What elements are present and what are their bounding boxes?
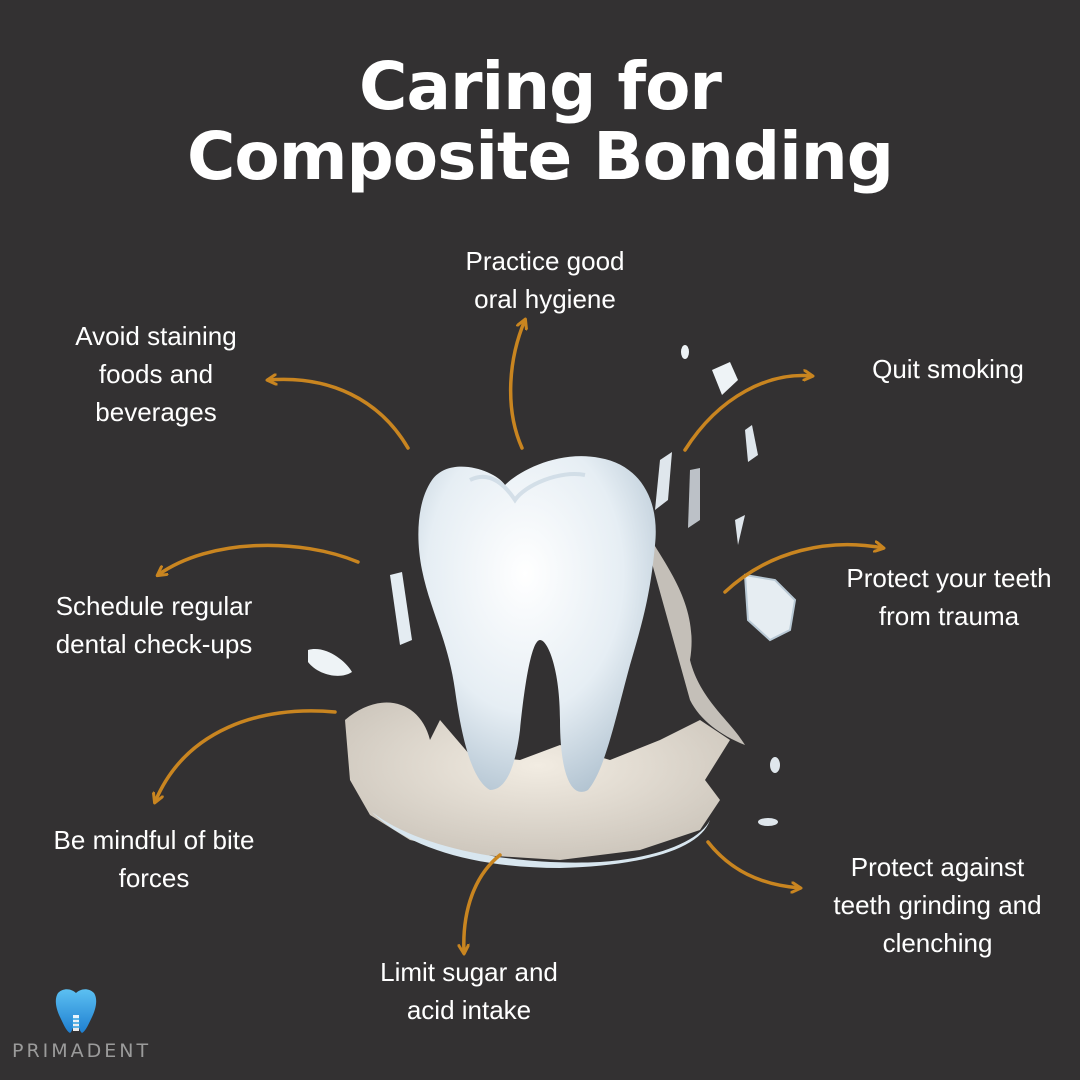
tooth-implant-icon	[55, 989, 97, 1033]
tip-line: Limit sugar and	[380, 957, 558, 987]
tip-line: dental check-ups	[55, 629, 253, 659]
tip-line: Avoid staining	[75, 321, 237, 351]
tip-line: acid intake	[406, 995, 532, 1025]
tip-grinding: Protect against teeth grinding and clenc…	[815, 848, 1060, 962]
arrows	[155, 320, 883, 953]
tip-line: Practice good	[465, 246, 625, 276]
tip-line: Schedule regular	[55, 591, 253, 621]
tip-oral-hygiene: Practice good oral hygiene	[430, 242, 660, 318]
title-line-2: Composite Bonding	[186, 118, 894, 195]
tooth-icon	[418, 456, 656, 792]
tip-line: from trauma	[878, 601, 1020, 631]
arrow-bite	[155, 709, 337, 802]
arrow-oral-hygiene	[508, 320, 525, 450]
tip-trauma: Protect your teeth from trauma	[830, 559, 1068, 635]
brand-name: PRIMADENT	[12, 1040, 152, 1062]
splash	[308, 345, 797, 868]
tip-line: Be mindful of bite	[53, 825, 255, 855]
tip-line: beverages	[95, 397, 217, 427]
arrow-smoking	[683, 376, 812, 452]
tip-line: clenching	[882, 928, 993, 958]
tip-bite: Be mindful of bite forces	[30, 821, 278, 897]
title-line-1: Caring for	[359, 48, 722, 125]
tip-checkups: Schedule regular dental check-ups	[30, 587, 278, 663]
tip-smoking: Quit smoking	[828, 350, 1068, 388]
page-title: Caring for Composite Bonding	[0, 52, 1080, 192]
arrow-trauma	[723, 545, 883, 594]
tip-line: forces	[118, 863, 190, 893]
arrow-sugar	[464, 853, 502, 953]
tip-sugar: Limit sugar and acid intake	[350, 953, 588, 1029]
tip-line: Protect against	[850, 852, 1025, 882]
tip-line: oral hygiene	[474, 284, 616, 314]
arrow-checkups	[158, 543, 360, 575]
tip-line: Quit smoking	[872, 354, 1024, 384]
tip-line: Protect your teeth	[846, 563, 1052, 593]
tip-line: teeth grinding and	[833, 890, 1042, 920]
arrow-grinding	[706, 840, 800, 888]
tip-line: foods and	[98, 359, 214, 389]
arrow-staining	[268, 379, 410, 450]
tip-staining: Avoid staining foods and beverages	[36, 317, 276, 431]
brand-logo: PRIMADENT	[12, 985, 152, 1065]
